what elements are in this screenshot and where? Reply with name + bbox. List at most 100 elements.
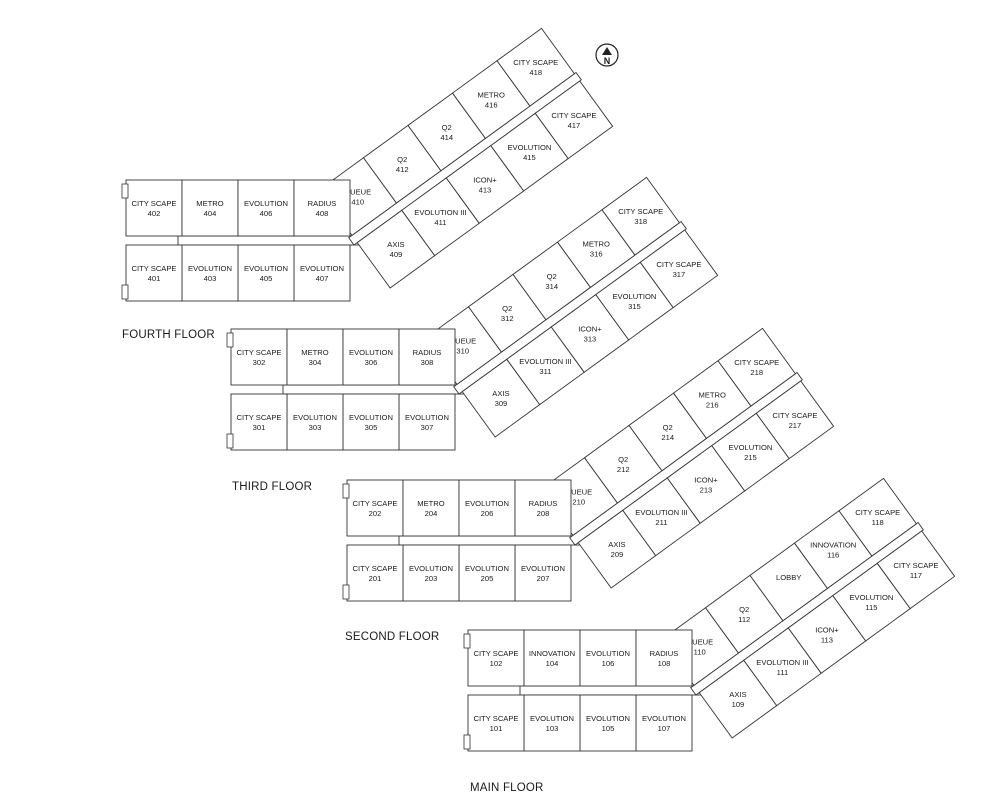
unit-outline[interactable] [579,629,637,687]
unit-number: 113 [821,635,833,644]
unit-outline[interactable] [398,393,456,451]
unit-number: 417 [568,121,581,130]
unit-number: 418 [529,68,542,77]
unit-outline[interactable] [125,244,183,302]
unit-outline[interactable] [514,544,572,602]
unit-outline[interactable] [125,179,183,237]
unit-outline[interactable] [635,629,693,687]
unit-outline[interactable] [838,477,918,557]
unit-outline[interactable] [467,694,525,752]
unit-outline[interactable] [698,659,778,739]
unit-outline[interactable] [230,328,288,386]
unit-outline[interactable] [577,509,657,589]
unit-outline[interactable] [458,544,516,602]
unit-outline[interactable] [514,479,572,537]
unit-outline[interactable] [461,358,541,438]
unit-outline[interactable] [356,209,436,289]
unit-outline[interactable] [346,544,404,602]
unit-outline[interactable] [496,27,576,107]
unit-outline[interactable] [286,393,344,451]
unit-outline[interactable] [402,544,460,602]
unit-name: Q2 [502,304,512,313]
unit-name: AXIS [729,690,746,699]
unit-name: RADIUS [650,649,679,658]
unit-number: 214 [661,433,674,442]
unit-number: 111 [777,668,789,677]
unit-number: 203 [425,574,438,583]
unit-name: CITY SCAPE [473,714,518,723]
unit-outline[interactable] [293,244,351,302]
unit-outline[interactable] [398,328,456,386]
unit-outline[interactable] [579,694,637,752]
unit-outline[interactable] [181,244,239,302]
unit-outline[interactable] [293,179,351,237]
unit-outline[interactable] [237,179,295,237]
unit-name: EVOLUTION [507,143,551,152]
unit-outline[interactable] [523,694,581,752]
unit-outline[interactable] [346,479,404,537]
unit-number: 103 [546,724,559,733]
unit-outline[interactable] [286,328,344,386]
unit-name: AXIS [608,540,625,549]
unit-outline[interactable] [230,393,288,451]
unit-outline[interactable] [467,629,525,687]
unit-outline[interactable] [601,176,681,256]
unit-outline[interactable] [523,629,581,687]
unit-outline[interactable] [635,694,693,752]
unit-outline[interactable] [237,244,295,302]
unit-outline[interactable] [458,479,516,537]
unit-outline[interactable] [181,179,239,237]
unit-number: 410 [351,198,364,207]
unit-number: 304 [309,358,322,367]
unit-number: 302 [253,358,266,367]
unit-outline[interactable] [402,479,460,537]
unit-number: 409 [390,250,403,259]
unit-number: 109 [732,700,745,709]
unit-outline[interactable] [342,328,400,386]
unit-outline[interactable] [717,327,797,407]
unit-outline[interactable] [342,393,400,451]
